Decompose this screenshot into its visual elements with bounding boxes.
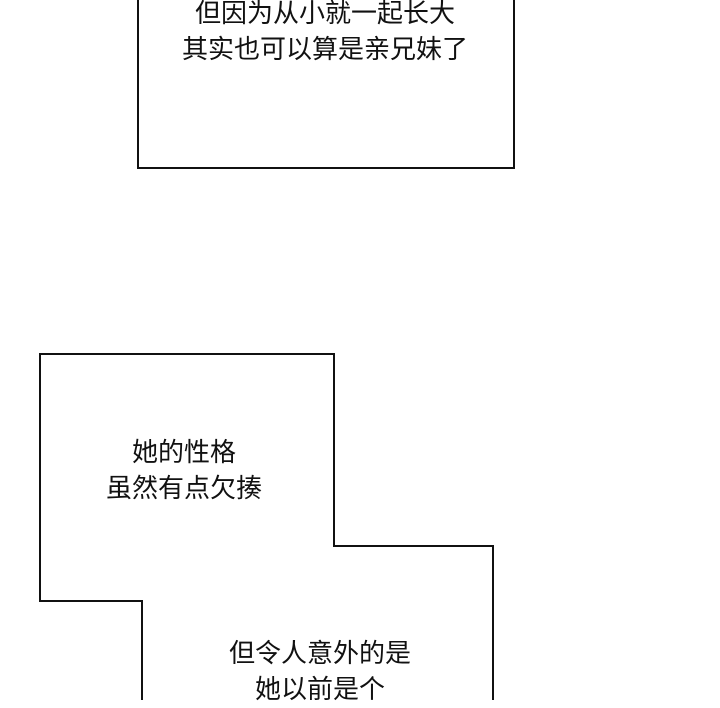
caption-line: 其实也可以算是亲兄妹了 [181, 35, 469, 65]
caption-line: 虽然有点欠揍 [105, 474, 263, 504]
caption-line: 但令人意外的是 [228, 639, 412, 669]
caption-middle: 她的性格 虽然有点欠揍 [106, 435, 262, 507]
caption-box-top [137, 0, 515, 169]
caption-line: 她的性格 [131, 438, 237, 468]
caption-box-bottom [39, 353, 494, 700]
caption-top: 但因为从小就一起长大 其实也可以算是亲兄妹了 [182, 0, 468, 68]
caption-bottom: 但令人意外的是 她以前是个 [229, 636, 411, 708]
caption-line: 她以前是个 [254, 675, 386, 705]
caption-line: 但因为从小就一起长大 [194, 0, 456, 29]
